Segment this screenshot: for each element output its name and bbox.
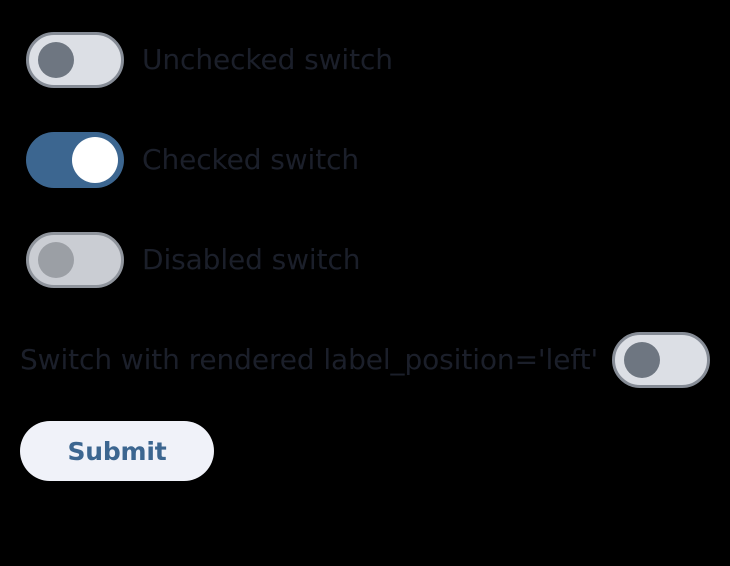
unchecked-switch-label: Unchecked switch <box>142 43 393 76</box>
checked-switch-toggle[interactable] <box>26 132 124 188</box>
switch-row-disabled: Disabled switch <box>26 232 361 288</box>
submit-button[interactable]: Submit <box>20 421 214 481</box>
checked-switch-label: Checked switch <box>142 143 360 176</box>
label-left-switch-toggle[interactable] <box>612 332 711 388</box>
disabled-switch-label: Disabled switch <box>142 243 361 276</box>
switch-row-label-left: Switch with rendered label_position='lef… <box>20 332 711 388</box>
switch-row-unchecked: Unchecked switch <box>26 32 393 88</box>
label-left-switch-label: Switch with rendered label_position='lef… <box>20 343 599 376</box>
unchecked-switch-toggle[interactable] <box>26 32 124 88</box>
switch-thumb-icon <box>72 137 118 183</box>
switch-thumb-icon <box>624 342 661 378</box>
switch-thumb-icon <box>38 42 74 78</box>
switch-row-checked: Checked switch <box>26 132 359 188</box>
disabled-switch-toggle <box>26 232 124 288</box>
switch-thumb-icon <box>38 242 74 278</box>
